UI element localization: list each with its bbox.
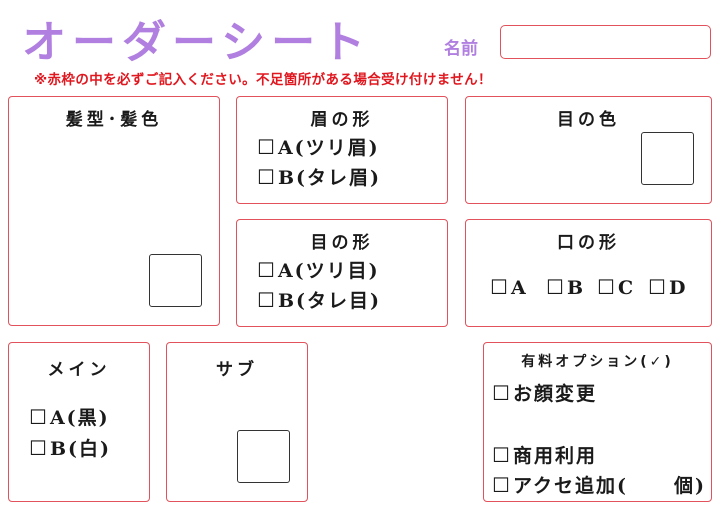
- eye-shape-option-a[interactable]: ☐A(ツリ目): [257, 256, 380, 283]
- main-color-panel-title: メイン: [47, 360, 111, 380]
- main-option-b-label: B(白): [49, 438, 111, 460]
- checkbox-icon: ☐: [257, 288, 277, 312]
- accessory-count-suffix: 個): [674, 475, 706, 497]
- paid-option-face-change-label: お顔変更: [512, 383, 597, 405]
- checkbox-icon: ☐: [597, 275, 617, 299]
- main-color-panel: メイン ☐A(黒) ☐B(白): [8, 342, 150, 502]
- checkbox-icon: ☐: [546, 275, 566, 299]
- brow-panel: 眉の形 ☐A(ツリ眉) ☐B(タレ眉): [236, 96, 448, 204]
- checkbox-icon: ☐: [29, 436, 49, 460]
- mouth-option-d[interactable]: ☐D: [648, 275, 687, 299]
- paid-option-commercial-use[interactable]: ☐商用利用: [492, 441, 597, 468]
- paid-options-panel: 有料オプション(✓) ☐お顔変更 ☐商用利用 ☐アクセ追加( 個): [483, 342, 712, 502]
- checkbox-icon: ☐: [648, 275, 668, 299]
- main-option-b[interactable]: ☐B(白): [29, 434, 111, 461]
- page-title: オーダーシート: [22, 17, 372, 68]
- checkbox-icon: ☐: [492, 443, 512, 467]
- checkbox-icon: ☐: [29, 405, 49, 429]
- mouth-panel: 口の形 ☐A ☐B ☐C ☐D: [465, 219, 712, 327]
- mouth-option-b-label: B: [566, 277, 585, 299]
- notice-text: ※赤枠の中を必ずご記入ください。不足箇所がある場合受け付けません！: [34, 72, 492, 88]
- paid-option-commercial-use-label: 商用利用: [512, 445, 597, 467]
- sub-color-swatch[interactable]: [237, 430, 290, 483]
- eye-color-panel-title: 目の色: [557, 110, 620, 130]
- paid-option-accessory[interactable]: ☐アクセ追加(: [492, 471, 628, 498]
- mouth-option-c[interactable]: ☐C: [597, 275, 635, 299]
- hair-color-swatch[interactable]: [149, 254, 202, 307]
- main-option-a[interactable]: ☐A(黒): [29, 403, 110, 430]
- paid-options-title: 有料オプション(✓): [521, 354, 674, 370]
- main-option-a-label: A(黒): [49, 407, 110, 429]
- mouth-option-c-label: C: [617, 277, 636, 299]
- eye-shape-option-a-label: A(ツリ目): [277, 260, 380, 282]
- checkbox-icon: ☐: [257, 135, 277, 159]
- sub-color-panel: サブ: [166, 342, 308, 502]
- brow-option-a[interactable]: ☐A(ツリ眉): [257, 133, 380, 160]
- mouth-panel-title: 口の形: [557, 233, 620, 253]
- checkbox-icon: ☐: [492, 473, 512, 497]
- mouth-option-a[interactable]: ☐A: [490, 275, 528, 299]
- hair-panel-title: 髪型･髪色: [65, 110, 163, 130]
- checkbox-icon: ☐: [490, 275, 510, 299]
- brow-panel-title: 眉の形: [310, 110, 374, 130]
- paid-option-accessory-label: アクセ追加(: [512, 475, 628, 497]
- mouth-option-b[interactable]: ☐B: [546, 275, 585, 299]
- brow-option-b[interactable]: ☐B(タレ眉): [257, 163, 381, 190]
- eye-shape-option-b[interactable]: ☐B(タレ目): [257, 286, 381, 313]
- eye-color-swatch[interactable]: [641, 132, 694, 185]
- brow-option-a-label: A(ツリ眉): [277, 137, 380, 159]
- hair-panel: 髪型･髪色: [8, 96, 220, 326]
- mouth-option-a-label: A: [510, 277, 528, 299]
- brow-option-b-label: B(タレ眉): [277, 167, 381, 189]
- eye-shape-panel-title: 目の形: [310, 233, 374, 253]
- eye-color-panel: 目の色: [465, 96, 712, 204]
- paid-option-face-change[interactable]: ☐お顔変更: [492, 379, 597, 406]
- sub-color-panel-title: サブ: [216, 360, 258, 380]
- eye-shape-panel: 目の形 ☐A(ツリ目) ☐B(タレ目): [236, 219, 448, 327]
- mouth-option-d-label: D: [668, 277, 688, 299]
- name-input[interactable]: [500, 25, 711, 59]
- checkbox-icon: ☐: [492, 381, 512, 405]
- eye-shape-option-b-label: B(タレ目): [277, 290, 381, 312]
- name-label: 名前: [444, 39, 478, 59]
- checkbox-icon: ☐: [257, 165, 277, 189]
- checkbox-icon: ☐: [257, 258, 277, 282]
